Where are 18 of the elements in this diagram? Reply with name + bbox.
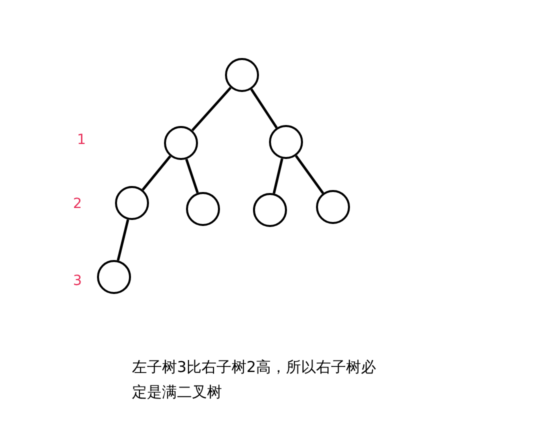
level-number: 2	[73, 196, 82, 212]
tree-edge	[191, 86, 232, 132]
tree-node-circle	[164, 126, 198, 160]
note-text: 左子树3比右子树2高，所以右子树必定是满二叉树	[132, 357, 378, 403]
tree-edge	[142, 155, 172, 191]
tree-edge	[294, 155, 324, 194]
tree-node-circle	[97, 260, 131, 294]
level-number: 1	[77, 132, 86, 148]
level-number: 3	[73, 273, 82, 289]
tree-node-circle	[186, 192, 220, 226]
tree-node-circle	[253, 193, 287, 227]
tree-edge	[185, 158, 199, 194]
tree-edge	[116, 219, 130, 261]
tree-node-circle	[225, 58, 259, 92]
tree-node-circle	[316, 190, 350, 224]
tree-node-circle	[269, 125, 303, 159]
tree-node-circle	[115, 186, 149, 220]
tree-edge	[250, 88, 278, 128]
